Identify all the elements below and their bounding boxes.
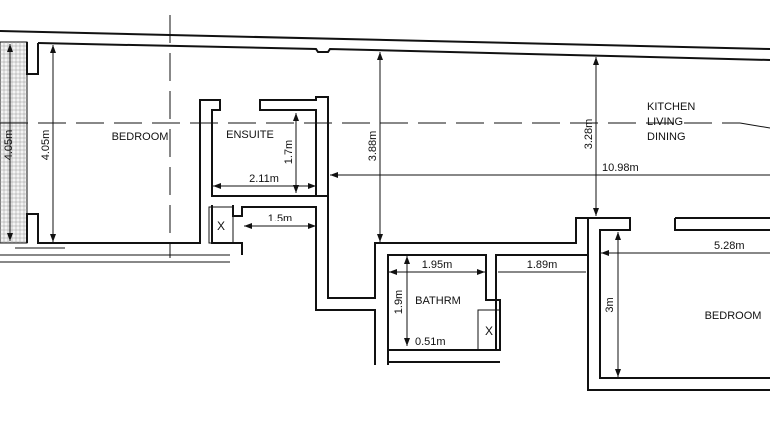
room-label-kitchen: KITCHEN [647, 101, 695, 113]
room-label-ensuite: ENSUITE [226, 129, 274, 141]
svg-text:X: X [485, 324, 493, 338]
dim-bath-gap: 0.51m [415, 336, 446, 348]
dim-ensuite-width: 2.11m [249, 173, 279, 185]
dimension-lines [7, 44, 770, 377]
room-label-bathroom: BATHRM [415, 295, 461, 307]
room-label-living: LIVING [647, 116, 683, 128]
dim-hall-height: 3.88m [367, 131, 379, 162]
room-label-bedroom-right: BEDROOM [705, 310, 762, 322]
shaft-box: X X [208, 206, 501, 351]
dim-ensuite-height: 1.7m [283, 140, 295, 164]
axis-line-tail [739, 122, 770, 129]
dim-bath-width: 1.95m [422, 259, 453, 271]
dim-corridor2-width: 1.89m [527, 259, 558, 271]
walls [0, 30, 770, 391]
svg-text:X: X [217, 219, 225, 233]
dim-bath-height: 1.9m [393, 290, 405, 314]
dim-overall-width: 10.98m [602, 162, 639, 174]
dim-balcony-height: 4.05m [3, 130, 15, 161]
dim-bedroom-right-height: 3m [604, 297, 616, 312]
dim-bedroom-height: 4.05m [40, 130, 52, 161]
dim-corridor-width: 1.5m [268, 213, 292, 225]
room-label-dining: DINING [647, 131, 686, 143]
dim-bedroom-right-width: 5.28m [714, 240, 745, 252]
room-label-bedroom-left: BEDROOM [112, 131, 169, 143]
dim-kitchen-height: 3.28m [583, 119, 595, 150]
